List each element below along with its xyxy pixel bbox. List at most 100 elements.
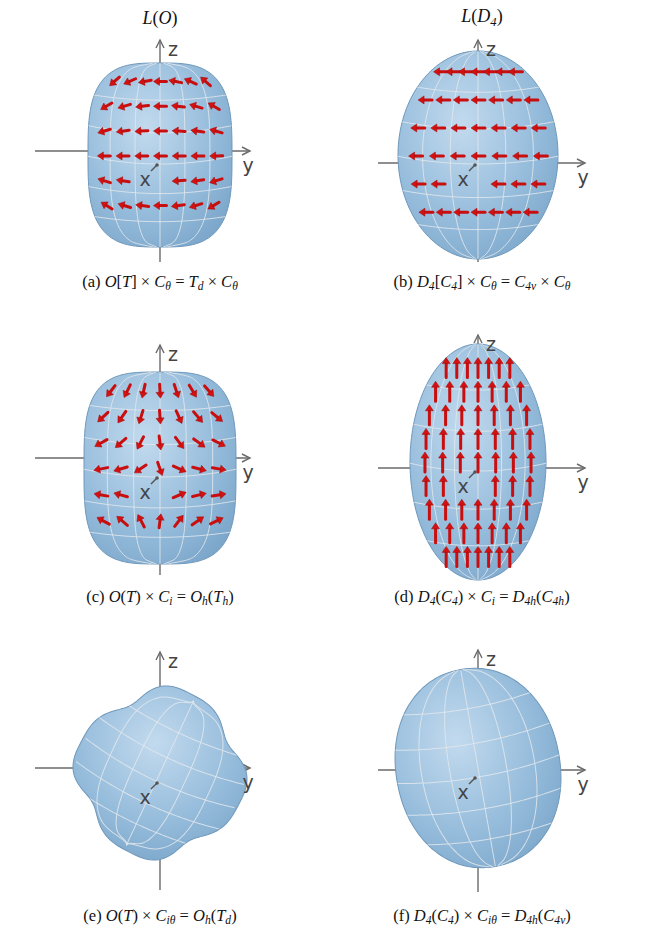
spin-arrow-head (421, 452, 429, 458)
origin-dot (155, 476, 159, 480)
spin-arrow (110, 386, 115, 392)
spin-arrow-head (508, 68, 514, 76)
spin-arrow-head (489, 96, 495, 104)
spin-arrow (477, 434, 480, 448)
spin-arrow (176, 411, 179, 418)
spin-arrow (423, 458, 426, 472)
spin-arrow-head (474, 499, 482, 505)
spin-arrow-head (136, 442, 143, 449)
spin-arrow-head (154, 102, 160, 110)
spin-arrow-head (488, 208, 494, 216)
spin-arrow (158, 462, 161, 470)
spin-arrow-head (135, 152, 141, 160)
spin-arrow-head (115, 441, 122, 448)
spin-arrow (102, 520, 109, 524)
spin-arrow-head (471, 124, 477, 132)
spin-arrow (529, 211, 537, 214)
spin-arrow-head (453, 358, 461, 364)
spin-arrow-head (137, 417, 145, 424)
spin-arrow-head (526, 476, 534, 482)
spin-arrow-head (418, 96, 424, 104)
spin-arrow (493, 411, 496, 425)
axis-label: x (457, 169, 468, 191)
spin-arrow-head (419, 208, 425, 216)
spin-arrow-head (114, 465, 121, 473)
spin-arrow-head (172, 127, 178, 135)
spin-arrow-head (114, 491, 121, 499)
spin-arrow (537, 126, 545, 129)
column-title: L(O) (142, 8, 177, 29)
surface (392, 46, 565, 264)
spin-arrow-head (156, 418, 164, 424)
spin-arrow-head (216, 517, 223, 524)
spin-arrow-head (509, 428, 517, 434)
spin-arrow (139, 465, 146, 469)
spin-arrow (127, 385, 131, 392)
spin-arrow (121, 411, 126, 418)
axes (35, 345, 250, 575)
y-axis-head (577, 159, 585, 167)
spin-arrow-head (436, 208, 442, 216)
spin-arrow (194, 412, 199, 418)
spin-arrow-head (526, 428, 534, 434)
spin-arrow-head (509, 452, 517, 458)
z-axis (159, 345, 160, 575)
spin-arrow (102, 412, 108, 417)
spin-arrow (122, 181, 129, 182)
z-axis-head (156, 652, 164, 660)
spin-arrow-head (483, 68, 489, 76)
spin-arrow-head (98, 127, 105, 135)
grid-line (423, 46, 478, 264)
spin-arrow-head (124, 78, 131, 85)
spin-arrow-head (516, 523, 524, 529)
spin-arrow-head (474, 428, 482, 434)
spin-arrow-head (450, 152, 456, 160)
spin-arrow-head (184, 78, 191, 85)
spin-arrow-head (190, 390, 197, 397)
spin-arrow (213, 440, 220, 444)
grid-line (73, 762, 223, 838)
spin-arrow-head (506, 358, 514, 364)
spin-arrow-head (137, 515, 144, 522)
spin-arrow (193, 495, 201, 497)
spin-arrow-head (409, 152, 415, 160)
spin-arrow (466, 364, 469, 378)
spin-arrow (425, 434, 428, 448)
spin-arrow-head (172, 177, 178, 185)
spin-arrow (477, 211, 485, 214)
z-axis (159, 40, 160, 262)
spin-arrow-head (154, 77, 160, 85)
axis-label: x (457, 476, 468, 498)
spin-arrow (120, 467, 128, 469)
spin-arrow (197, 154, 204, 157)
spin-arrow-head (527, 452, 535, 458)
spin-arrow (175, 520, 180, 526)
spin-arrow-head (191, 152, 197, 160)
spin-arrow-head (201, 77, 208, 84)
spin-arrow-head (458, 405, 466, 411)
grid-line (478, 46, 533, 264)
z-axis-head (474, 335, 482, 343)
spin-arrow (124, 205, 131, 207)
axis-label: z (486, 39, 496, 61)
spin-arrow-head (139, 391, 147, 398)
spin-arrow (509, 411, 512, 425)
spin-arrow-head (457, 428, 465, 434)
vector-field (421, 358, 535, 567)
spin-arrow (158, 436, 162, 444)
spin-arrow-head (506, 499, 514, 505)
grid-line (134, 367, 160, 569)
spin-arrow (477, 529, 480, 543)
spin-arrow-head (97, 517, 104, 524)
surface-grid (405, 338, 552, 586)
spin-arrow (505, 387, 508, 401)
axis-label: y (577, 167, 588, 189)
spin-arrow (442, 434, 445, 448)
spin-arrow-head (107, 390, 114, 397)
grid-line (102, 690, 193, 846)
vector-field (97, 77, 222, 210)
spin-arrow-head (474, 405, 482, 411)
spin-arrow (192, 520, 199, 525)
spin-arrow (477, 155, 485, 158)
spin-arrow (508, 364, 511, 378)
